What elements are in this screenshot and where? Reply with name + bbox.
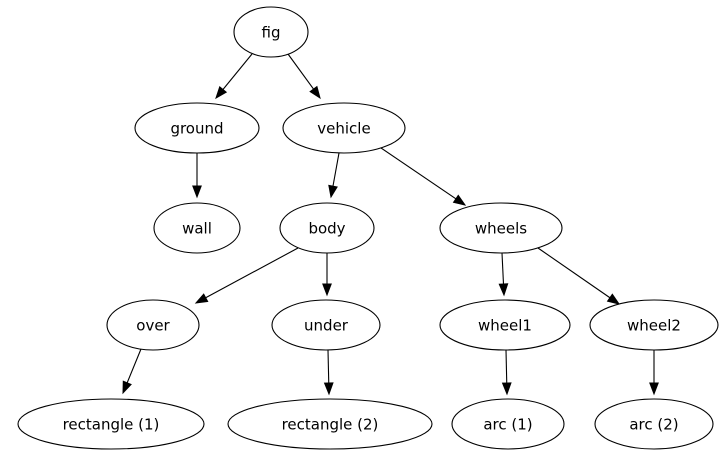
edge-line	[287, 53, 314, 90]
edges-layer	[122, 53, 659, 396]
arrowhead-icon	[192, 185, 202, 199]
node-shape-wheels[interactable]	[439, 202, 563, 254]
node-shape-vehicle[interactable]	[282, 102, 406, 154]
node-arc2[interactable]: arc (2)	[594, 398, 714, 450]
arrowhead-icon	[322, 283, 332, 297]
edge-over-to-rectangle1	[122, 348, 142, 395]
node-shape-rectangle2[interactable]	[227, 398, 433, 450]
node-wheels[interactable]: wheels	[439, 202, 563, 254]
node-shape-arc2[interactable]	[594, 398, 714, 450]
edge-wheel1-to-arc1	[501, 349, 512, 396]
arrowhead-icon	[323, 382, 334, 396]
edge-line	[537, 247, 611, 299]
edge-wheel2-to-arc2	[649, 350, 659, 396]
edge-line	[327, 349, 330, 384]
arrowhead-icon	[501, 382, 512, 396]
node-shape-ground[interactable]	[134, 102, 260, 154]
edge-body-to-under	[322, 253, 332, 297]
edge-wheels-to-wheel1	[498, 252, 509, 297]
node-label-wheels: wheels	[475, 220, 527, 238]
node-label-under: under	[304, 317, 349, 335]
edge-wheels-to-wheel2	[537, 247, 621, 305]
edge-line	[501, 252, 505, 285]
arrowhead-icon	[194, 293, 209, 304]
arrowhead-icon	[498, 283, 509, 297]
edge-line	[205, 247, 299, 299]
node-label-wheel1: wheel1	[478, 317, 532, 335]
arrowhead-icon	[328, 184, 338, 199]
node-label-rectangle2: rectangle (2)	[282, 416, 379, 434]
edge-line	[505, 349, 508, 384]
arrowhead-icon	[649, 382, 659, 396]
node-label-wall: wall	[182, 220, 212, 238]
node-shape-wall[interactable]	[153, 202, 241, 254]
arrowhead-icon	[452, 194, 467, 206]
node-label-wheel2: wheel2	[627, 317, 681, 335]
node-shape-arc1[interactable]	[451, 398, 565, 450]
node-vehicle[interactable]: vehicle	[282, 102, 406, 154]
node-body[interactable]: body	[279, 202, 375, 254]
edge-line	[332, 152, 340, 187]
edge-line	[126, 348, 142, 384]
edge-body-to-over	[194, 247, 299, 304]
node-label-fig: fig	[262, 24, 281, 42]
node-ground[interactable]: ground	[134, 102, 260, 154]
edge-vehicle-to-wheels	[380, 147, 467, 206]
node-over[interactable]: over	[106, 299, 200, 351]
node-rectangle2[interactable]: rectangle (2)	[227, 398, 433, 450]
node-shape-fig[interactable]	[233, 6, 309, 58]
node-wheel1[interactable]: wheel1	[439, 299, 571, 351]
arrowhead-icon	[606, 293, 621, 305]
edge-line	[380, 147, 457, 200]
node-shape-wheel2[interactable]	[589, 299, 719, 351]
node-fig[interactable]: fig	[233, 6, 309, 58]
arrowhead-icon	[309, 85, 321, 100]
node-shape-under[interactable]	[271, 299, 381, 351]
node-under[interactable]: under	[271, 299, 381, 351]
node-label-body: body	[308, 220, 345, 238]
node-rectangle1[interactable]: rectangle (1)	[17, 398, 205, 450]
edge-fig-to-ground	[215, 53, 253, 100]
node-label-ground: ground	[170, 120, 223, 138]
node-shape-body[interactable]	[279, 202, 375, 254]
node-arc1[interactable]: arc (1)	[451, 398, 565, 450]
node-label-vehicle: vehicle	[317, 120, 370, 138]
node-wheel2[interactable]: wheel2	[589, 299, 719, 351]
node-label-arc2: arc (2)	[629, 416, 678, 434]
edge-fig-to-vehicle	[287, 53, 321, 100]
arrowhead-icon	[215, 85, 228, 100]
node-wall[interactable]: wall	[153, 202, 241, 254]
edge-vehicle-to-body	[328, 152, 340, 199]
edge-line	[222, 53, 253, 90]
nodes-layer: fig ground vehicle wall body wheels over under w…	[17, 6, 719, 450]
edge-under-to-rectangle2	[323, 349, 334, 396]
arrowhead-icon	[122, 380, 132, 395]
node-label-rectangle1: rectangle (1)	[63, 416, 160, 434]
node-shape-rectangle1[interactable]	[17, 398, 205, 450]
edge-ground-to-wall	[192, 153, 202, 199]
node-shape-wheel1[interactable]	[439, 299, 571, 351]
node-label-over: over	[136, 317, 170, 335]
node-shape-over[interactable]	[106, 299, 200, 351]
node-label-arc1: arc (1)	[483, 416, 532, 434]
